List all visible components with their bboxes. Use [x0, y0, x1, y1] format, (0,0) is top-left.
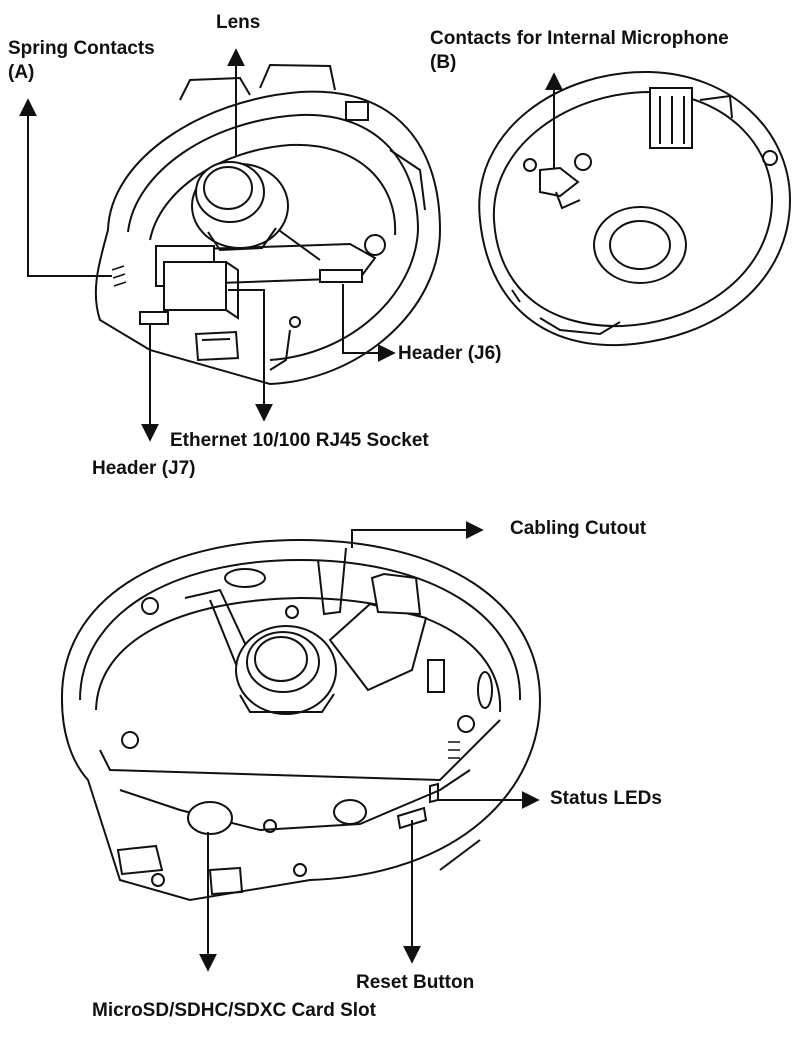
label-contacts-internal-mic-tag: (B) [430, 52, 457, 73]
lens-illustration [191, 161, 289, 252]
camera-base-top-view [94, 63, 442, 386]
label-spring-contacts-tag: (A) [8, 62, 35, 83]
microphone-contacts-illustration [539, 166, 581, 210]
reset-button-illustration [396, 806, 428, 830]
label-header-j7: Header (J7) [92, 458, 196, 479]
label-header-j6: Header (J6) [398, 343, 502, 364]
callout-leaders [19, 48, 563, 972]
leader-header-j6 [342, 284, 396, 362]
header-j7-illustration [139, 311, 169, 325]
dome-cover-illustration [478, 70, 792, 347]
label-ethernet-socket: Ethernet 10/100 RJ45 Socket [170, 430, 429, 451]
leader-ethernet [228, 289, 273, 422]
rj45-socket-illustration [155, 245, 239, 320]
label-cabling-cutout: Cabling Cutout [510, 518, 647, 539]
label-lens: Lens [216, 12, 261, 33]
camera-base-bottom-view [60, 538, 542, 902]
label-spring-contacts: Spring Contacts [8, 38, 155, 59]
label-status-leds: Status LEDs [550, 788, 662, 809]
label-contacts-internal-mic: Contacts for Internal Microphone [430, 28, 729, 49]
leader-cabling-cutout [351, 521, 484, 548]
bottom-lens-illustration [235, 625, 337, 715]
leader-spring-contacts [19, 98, 112, 277]
spring-contacts-illustration [111, 265, 127, 287]
label-reset-button: Reset Button [356, 972, 475, 993]
label-card-slot: MicroSD/SDHC/SDXC Card Slot [92, 1000, 376, 1021]
header-j6-illustration [319, 269, 363, 283]
